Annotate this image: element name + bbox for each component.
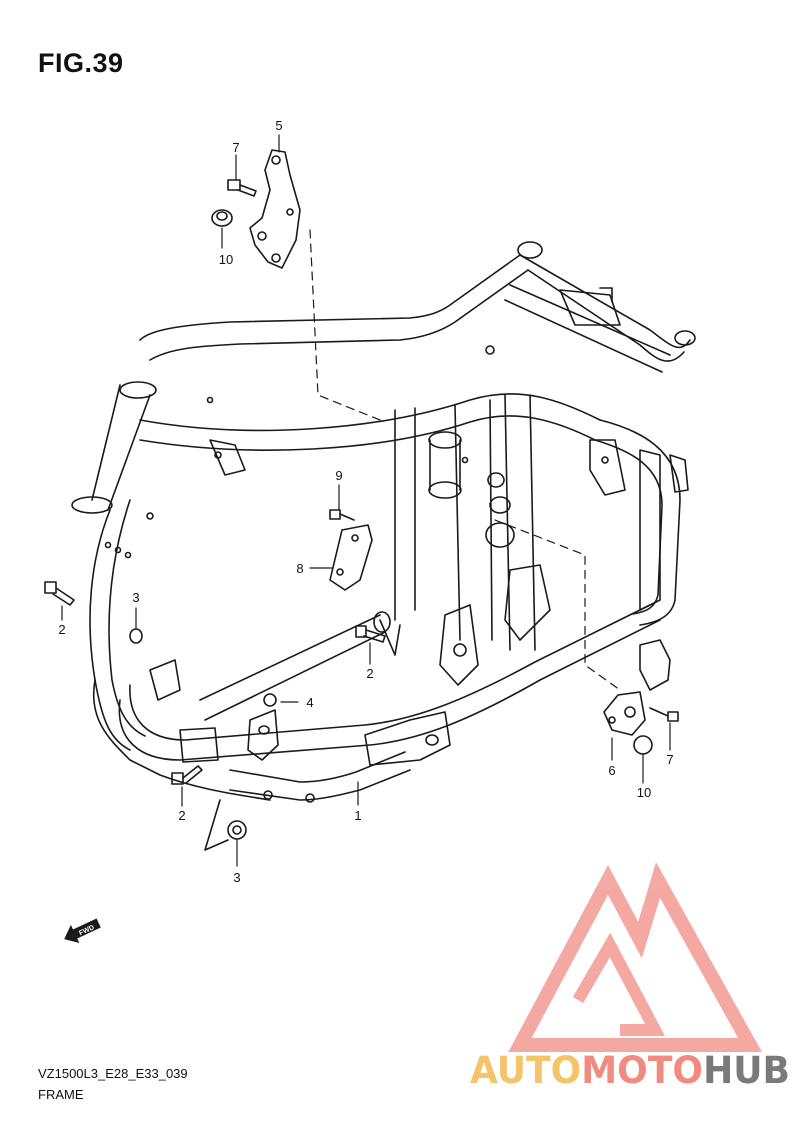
diagram-name: FRAME	[38, 1087, 84, 1102]
nut-lower	[227, 820, 247, 840]
callout-1: 1	[354, 808, 361, 823]
pointer-wedge-lower	[204, 799, 229, 851]
bracket-upper	[249, 149, 301, 269]
bracket-right	[603, 639, 671, 736]
alignment-lines	[309, 229, 621, 691]
callout-2: 2	[178, 808, 185, 823]
callout-3: 3	[233, 870, 240, 885]
callout-labels: 5 7 10 9 8 2 3 2 4 1 2 3 6 7 10	[58, 118, 673, 885]
bolt-middle	[355, 625, 386, 643]
bracket-mid	[329, 524, 373, 591]
callout-9: 9	[335, 468, 342, 483]
fwd-arrow-icon: FWD	[64, 918, 101, 944]
main-frame	[71, 241, 696, 803]
callout-5: 5	[275, 118, 282, 133]
watermark-hub: HUB	[703, 1049, 790, 1092]
callout-7: 7	[232, 140, 239, 155]
bolt-mid	[329, 509, 355, 521]
callout-10: 10	[637, 785, 651, 800]
watermark-auto: AUTO	[470, 1049, 581, 1092]
callout-8: 8	[296, 561, 303, 576]
watermark-moto: MOTO	[581, 1049, 703, 1092]
figure-title: FIG.39	[38, 48, 124, 78]
bolt-lower	[171, 765, 203, 785]
diagram-code: VZ1500L3_E28_E33_039	[38, 1066, 188, 1081]
callout-7: 7	[666, 752, 673, 767]
svg-text:AUTOMOTOHUB: AUTOMOTOHUB	[470, 1049, 790, 1092]
leader-lines	[61, 134, 671, 867]
pointer-wedge-mid	[379, 619, 401, 656]
callout-2: 2	[58, 622, 65, 637]
callout-2: 2	[366, 666, 373, 681]
nut-left-upper	[129, 628, 143, 644]
callout-4: 4	[306, 695, 313, 710]
watermark-logo	[508, 862, 762, 1052]
callout-3: 3	[132, 590, 139, 605]
watermark-text: AUTOMOTOHUB	[470, 1049, 790, 1092]
grommet-upper	[211, 209, 233, 227]
bolt-right	[649, 707, 679, 722]
callout-6: 6	[608, 763, 615, 778]
bolt-left-upper	[44, 581, 75, 606]
cap-part	[263, 693, 277, 707]
bolt-upper	[227, 179, 257, 197]
grommet-right	[633, 735, 653, 755]
callout-10: 10	[219, 252, 233, 267]
